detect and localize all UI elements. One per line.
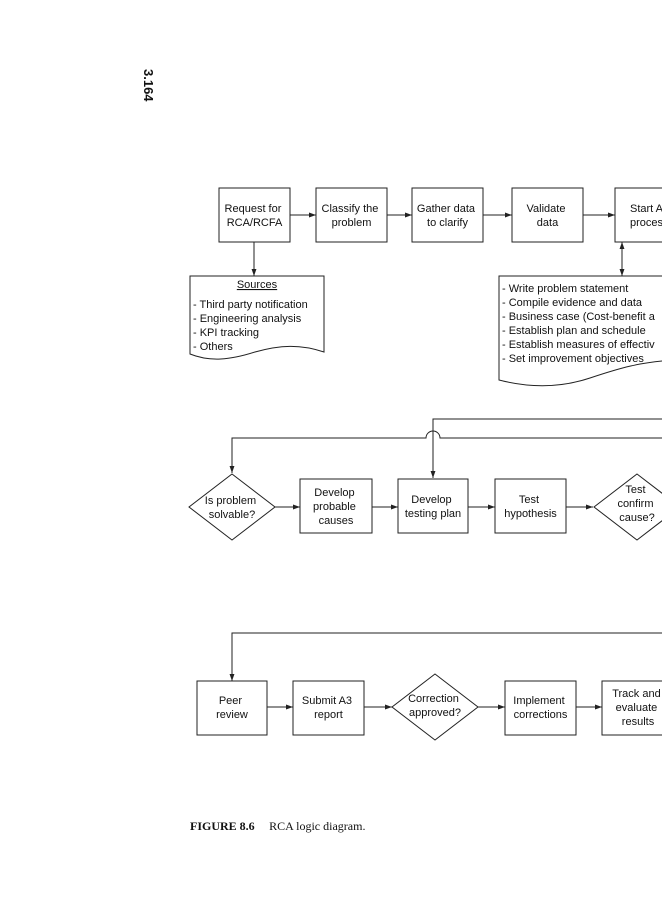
label-correction: Correction approved? xyxy=(408,693,462,719)
label-start: Start A proces xyxy=(630,203,662,229)
loop-to-develop-plan xyxy=(430,418,662,478)
label-submit-a3: Submit A3 report xyxy=(302,695,355,721)
label-track: Track and evaluate results xyxy=(612,688,662,728)
label-solvable: Is problem solvable? xyxy=(205,495,259,521)
actions-list: - Write problem statement - Compile evid… xyxy=(502,283,658,365)
label-develop-causes: Develop probable causes xyxy=(313,487,359,527)
diamond-correction xyxy=(391,673,479,741)
box-start xyxy=(614,187,662,243)
diamond-solvable xyxy=(188,473,276,541)
box-develop-plan xyxy=(397,478,469,534)
box-track xyxy=(601,680,662,736)
sources-title: Sources xyxy=(237,279,278,291)
box-request xyxy=(218,187,291,243)
loop-to-peer-review xyxy=(229,632,662,681)
label-classify: Classify the problem xyxy=(322,203,382,229)
figure-title: RCA logic diagram. xyxy=(269,819,365,833)
doc-sources xyxy=(189,275,325,360)
box-develop-causes xyxy=(299,478,373,534)
box-test-hypothesis xyxy=(494,478,567,534)
label-request: Request for RCA/RCFA xyxy=(225,203,285,229)
box-implement xyxy=(504,680,577,736)
label-test-hypothesis: Test hypothesis xyxy=(504,494,557,520)
box-validate xyxy=(511,187,584,243)
loop-to-solvable xyxy=(229,430,662,473)
label-develop-plan: Develop testing plan xyxy=(405,494,461,520)
label-validate: Validate data xyxy=(527,203,569,229)
doc-actions xyxy=(498,275,662,387)
page-number: 3.164 xyxy=(141,69,156,102)
box-classify xyxy=(315,187,388,243)
label-test-confirm: Test confirm cause? xyxy=(617,484,656,524)
box-submit-a3 xyxy=(292,680,365,736)
label-implement: Implement corrections xyxy=(513,695,568,721)
box-gather xyxy=(411,187,484,243)
figure-label: FIGURE 8.6 xyxy=(190,819,255,833)
label-gather: Gather data to clarify xyxy=(417,203,478,229)
label-peer-review: Peer review xyxy=(216,695,248,721)
box-peer-review xyxy=(196,680,268,736)
diamond-test-confirm xyxy=(593,473,662,541)
figure-caption: FIGURE 8.6 RCA logic diagram. xyxy=(190,817,365,834)
sources-list: - Third party notification - Engineering… xyxy=(193,299,311,353)
